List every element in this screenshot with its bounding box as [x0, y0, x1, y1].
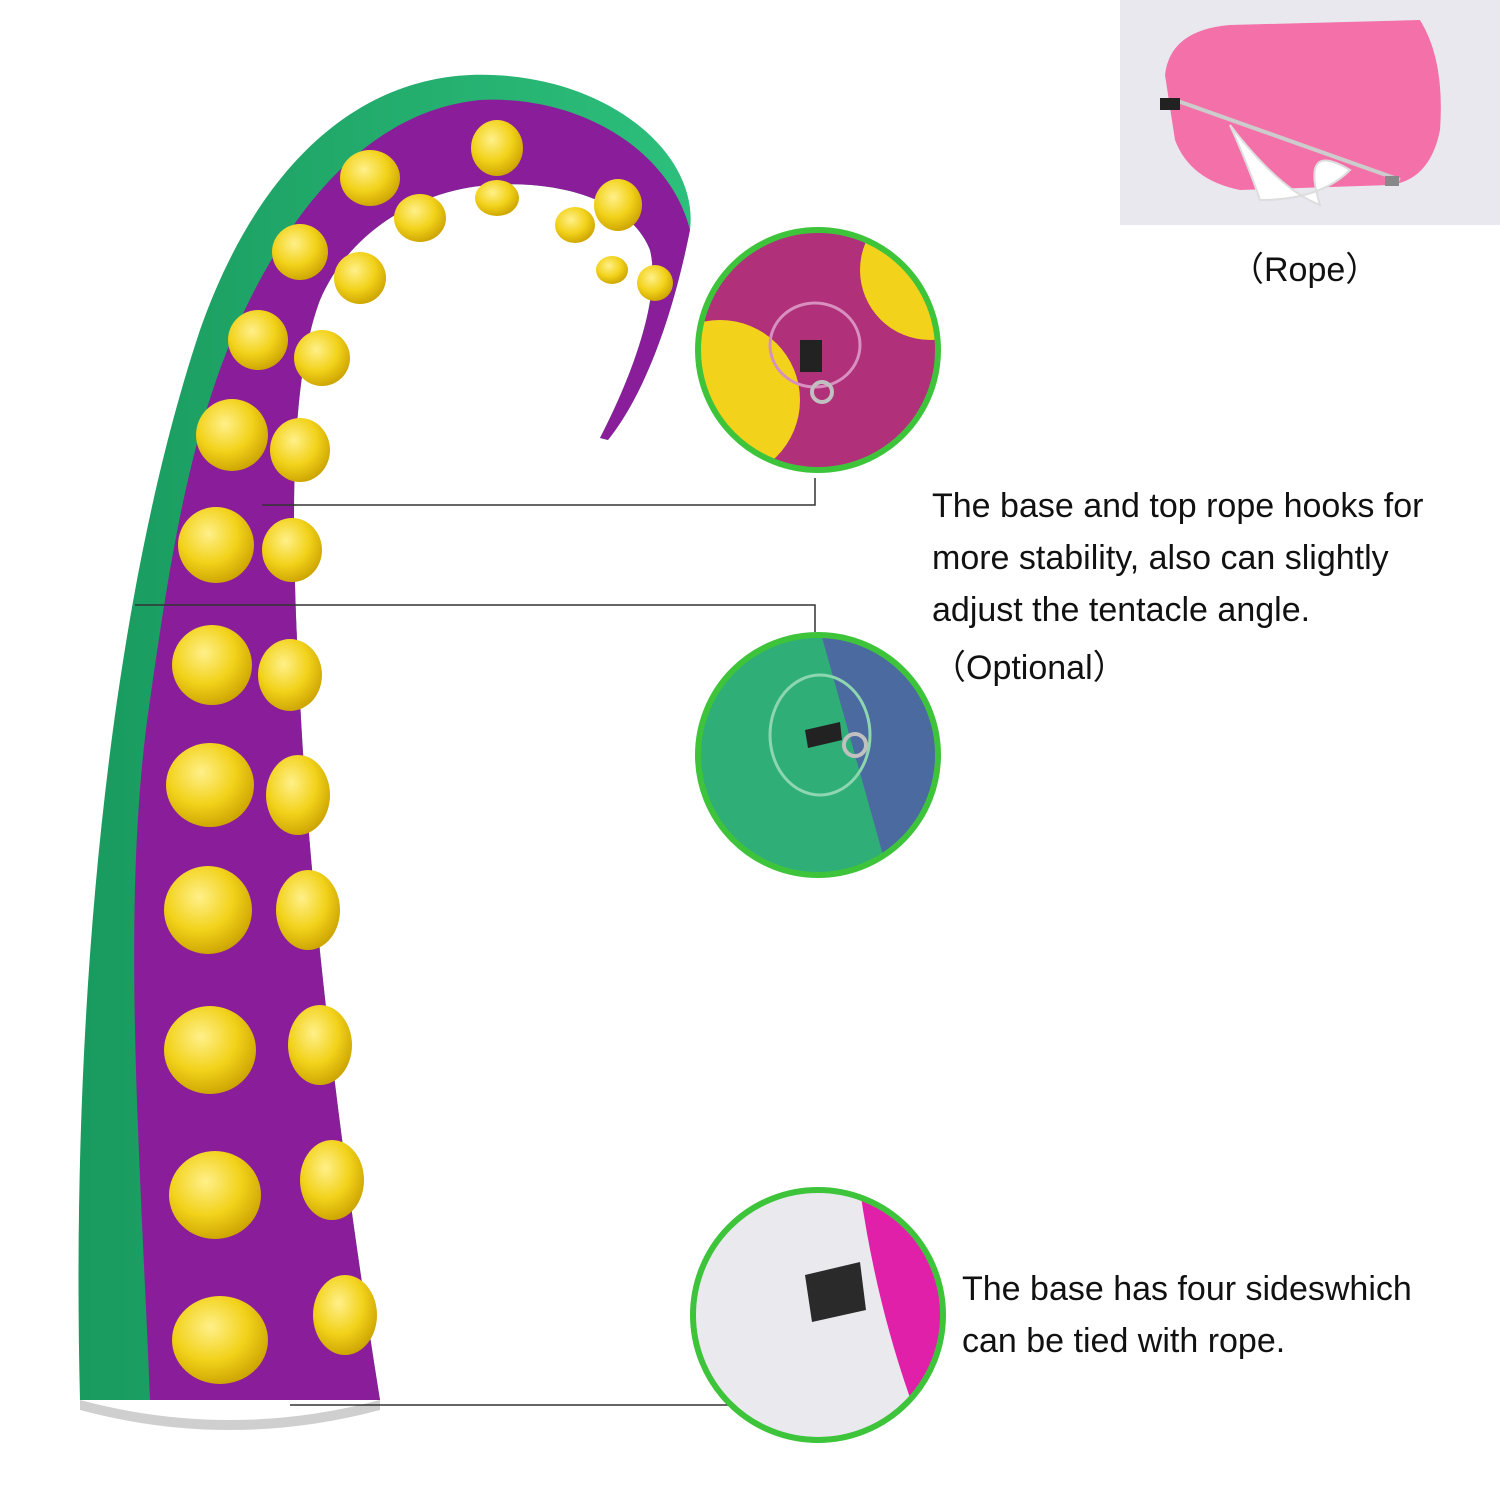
base-callout-line: can be tied with rope. — [962, 1322, 1286, 1360]
detail-circle-base-tab — [690, 1187, 946, 1443]
sucker — [196, 399, 268, 471]
sucker — [270, 418, 330, 482]
sucker — [172, 1296, 268, 1384]
base-callout-line: The base has four sideswhich — [962, 1270, 1412, 1308]
sucker — [300, 1140, 364, 1220]
sucker — [178, 507, 254, 583]
hooks-callout-line: （Optional） — [932, 649, 1127, 687]
sucker — [258, 639, 322, 711]
sucker — [169, 1151, 261, 1239]
sucker — [334, 252, 386, 304]
sucker — [276, 870, 340, 950]
sucker — [266, 755, 330, 835]
sucker — [596, 256, 628, 284]
sucker — [172, 625, 252, 705]
hooks-callout: The base and top rope hooks for more sta… — [932, 480, 1492, 694]
tentacle-base — [80, 1400, 380, 1430]
suckers — [164, 120, 673, 1384]
base-callout: The base has four sideswhich can be tied… — [962, 1263, 1492, 1367]
rope-bag-photo — [1120, 0, 1500, 225]
sucker — [637, 265, 673, 301]
sucker — [340, 150, 400, 206]
sucker — [262, 518, 322, 582]
sucker — [294, 330, 350, 386]
connector-line-side-hook — [135, 604, 816, 632]
sucker — [288, 1005, 352, 1085]
sucker — [164, 866, 252, 954]
rope-label: （Rope） — [1230, 251, 1380, 289]
sucker — [272, 224, 328, 280]
sucker — [166, 743, 254, 827]
hooks-callout-line: adjust the tentacle angle. — [932, 591, 1311, 629]
detail-circle-side-hook — [695, 632, 941, 878]
connector-line-top-hook — [262, 478, 816, 506]
hooks-callout-line: more stability, also can slightly — [932, 539, 1389, 577]
sucker — [164, 1006, 256, 1094]
tentacle-purple-underside — [134, 99, 691, 1400]
hooks-callout-line: The base and top rope hooks for — [932, 487, 1424, 525]
sucker — [475, 180, 519, 216]
sucker — [313, 1275, 377, 1355]
sucker — [555, 207, 595, 243]
sucker — [594, 179, 642, 231]
detail-circle-top-hook — [695, 227, 941, 473]
sucker — [394, 194, 446, 242]
sucker — [228, 310, 288, 370]
sucker — [471, 120, 523, 176]
